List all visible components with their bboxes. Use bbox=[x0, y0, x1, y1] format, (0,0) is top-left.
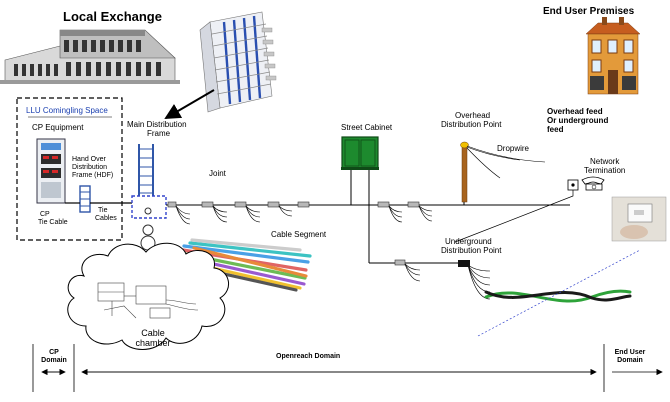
house-icon bbox=[585, 17, 641, 95]
network-termination-label: Network Termination bbox=[584, 157, 626, 175]
domain-boundaries bbox=[32, 344, 663, 392]
cp-tie-cable-label: CP Tie Cable bbox=[38, 211, 68, 226]
cable-segment-label: Cable Segment bbox=[271, 230, 327, 239]
feed-label: Overhead feed Or underground feed bbox=[547, 107, 609, 134]
end-user-domain-label: End User Domain bbox=[614, 349, 646, 364]
telephone-icon bbox=[581, 176, 605, 191]
mdf-label: Main Distribution Frame bbox=[127, 120, 187, 138]
cable-chamber-label: Cable chamber bbox=[135, 328, 171, 349]
mdf-rack-picture-icon bbox=[199, 11, 277, 113]
llu-title: LLU Comingling Space bbox=[26, 106, 108, 115]
end-user-premises-title: End User Premises bbox=[543, 6, 635, 17]
nt-feed-line bbox=[454, 183, 574, 243]
dropwire-lines bbox=[466, 145, 546, 179]
exchange-building-icon bbox=[0, 29, 180, 84]
cp-domain-label: CP Domain bbox=[41, 349, 67, 364]
tie-cables-label: Tie Cables bbox=[95, 207, 117, 222]
openreach-domain-label: Openreach Domain bbox=[276, 353, 341, 360]
cable-chamber-sketch-icon bbox=[97, 282, 199, 319]
cable-branch-tails bbox=[175, 205, 433, 225]
mdf-frame-icon bbox=[138, 144, 154, 196]
cable-chamber-cloud bbox=[67, 242, 229, 350]
dropwire-label: Dropwire bbox=[497, 144, 530, 153]
street-cabinet-icon bbox=[341, 136, 379, 170]
local-exchange-title: Local Exchange bbox=[63, 9, 162, 24]
street-cabinet-label: Street Cabinet bbox=[341, 123, 393, 132]
mdf-port-dot bbox=[144, 207, 152, 215]
chamber-bubble-small bbox=[142, 224, 154, 236]
twisted-pair-picture-icon bbox=[484, 289, 632, 303]
cp-equipment-label: CP Equipment bbox=[32, 123, 84, 132]
underground-dp-label: Underground Distribution Point bbox=[441, 237, 502, 255]
nt-socket-photo-icon bbox=[611, 196, 667, 242]
mdf-selection-dashed-box bbox=[131, 195, 167, 219]
hdf-label: Hand Over Distribution Frame (HDF) bbox=[72, 156, 114, 179]
overhead-dp-label: Overhead Distribution Point bbox=[441, 111, 502, 129]
telegraph-pole-icon bbox=[460, 141, 469, 205]
underground-branch-tails bbox=[404, 263, 491, 300]
hdf-frame-icon bbox=[79, 185, 91, 213]
underground-dp-icon bbox=[458, 260, 470, 267]
cp-equipment-rack-icon bbox=[36, 138, 66, 204]
llu-comingling-space-box bbox=[16, 97, 123, 241]
main-cable-joints bbox=[167, 201, 420, 208]
underground-joint bbox=[394, 259, 406, 266]
zoom-link-line bbox=[477, 249, 641, 337]
joint-label: Joint bbox=[209, 169, 226, 178]
